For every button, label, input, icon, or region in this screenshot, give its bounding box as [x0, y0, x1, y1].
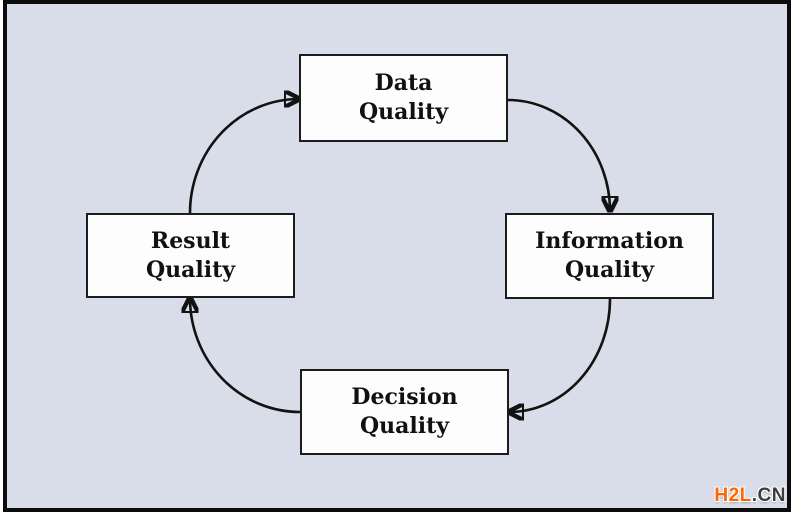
node-label-line: Quality	[564, 257, 655, 283]
watermark-primary: H2L	[714, 485, 752, 506]
node-data-quality: Data Quality	[299, 54, 508, 142]
node-label-line: Information	[535, 228, 684, 254]
node-result-quality: Result Quality	[86, 213, 295, 298]
node-label-line: Quality	[145, 256, 236, 283]
node-label-line: Quality	[359, 413, 450, 439]
node-label-line: Data	[374, 70, 433, 96]
node-label-line: Decision	[351, 384, 458, 410]
watermark-secondary: .CN	[751, 485, 786, 506]
node-label-line: Quality	[358, 99, 449, 125]
watermark: H2L.CN	[714, 485, 786, 507]
node-label-line: Result	[150, 227, 231, 254]
node-information-quality: Information Quality	[505, 213, 714, 299]
node-decision-quality: Decision Quality	[300, 369, 509, 455]
